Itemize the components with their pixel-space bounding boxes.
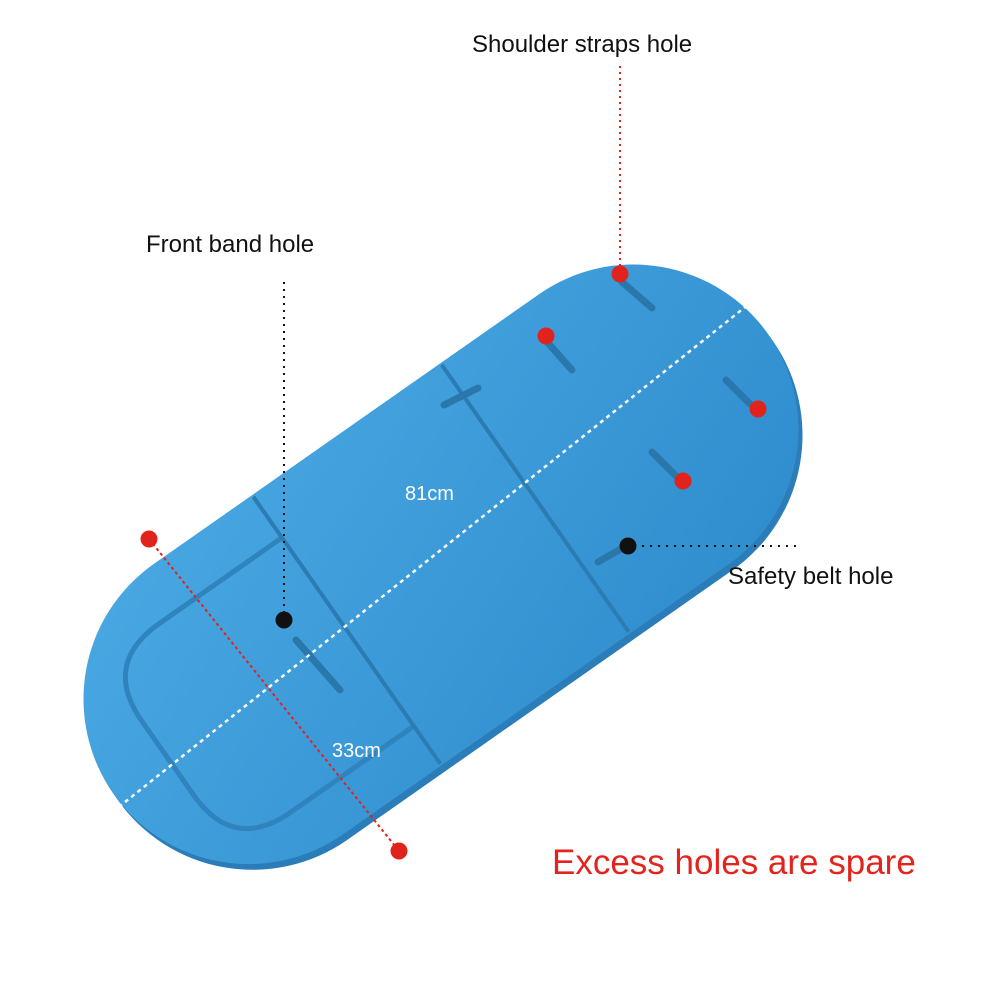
width-label: 33cm xyxy=(332,740,381,762)
band-slot-top xyxy=(440,384,482,409)
shoulder-slot-4 xyxy=(648,448,680,480)
shoulder-slot-1 xyxy=(618,278,656,312)
spare-holes-note: Excess holes are spare xyxy=(552,843,916,882)
shoulder-strap-marker-3 xyxy=(749,400,767,418)
width-end-marker xyxy=(390,842,408,860)
fold-seam-2 xyxy=(440,363,631,633)
length-label: 81cm xyxy=(405,483,454,505)
length-dimension-line xyxy=(99,291,765,823)
shoulder-slot-2 xyxy=(544,339,576,374)
shoulder-strap-marker-2 xyxy=(537,327,555,345)
shoulder-strap-marker-4 xyxy=(674,472,692,490)
width-dimension-line xyxy=(148,538,400,852)
pad-body xyxy=(83,264,799,865)
shoulder-straps-label: Shoulder straps hole xyxy=(472,31,692,58)
front-band-label: Front band hole xyxy=(146,231,314,258)
slots xyxy=(292,278,754,694)
length-end-marker xyxy=(758,286,770,298)
safety-belt-marker xyxy=(619,537,637,555)
shoulder-slot-3 xyxy=(722,376,754,408)
safety-belt-label: Safety belt hole xyxy=(728,563,893,590)
width-start-marker xyxy=(140,530,158,548)
front-band-marker xyxy=(275,611,293,629)
head-cushion-outline xyxy=(122,535,416,832)
stroller-pad xyxy=(83,264,803,870)
front-band-slot xyxy=(292,636,344,694)
length-start-marker xyxy=(94,816,106,828)
shoulder-strap-marker-1 xyxy=(611,265,629,283)
